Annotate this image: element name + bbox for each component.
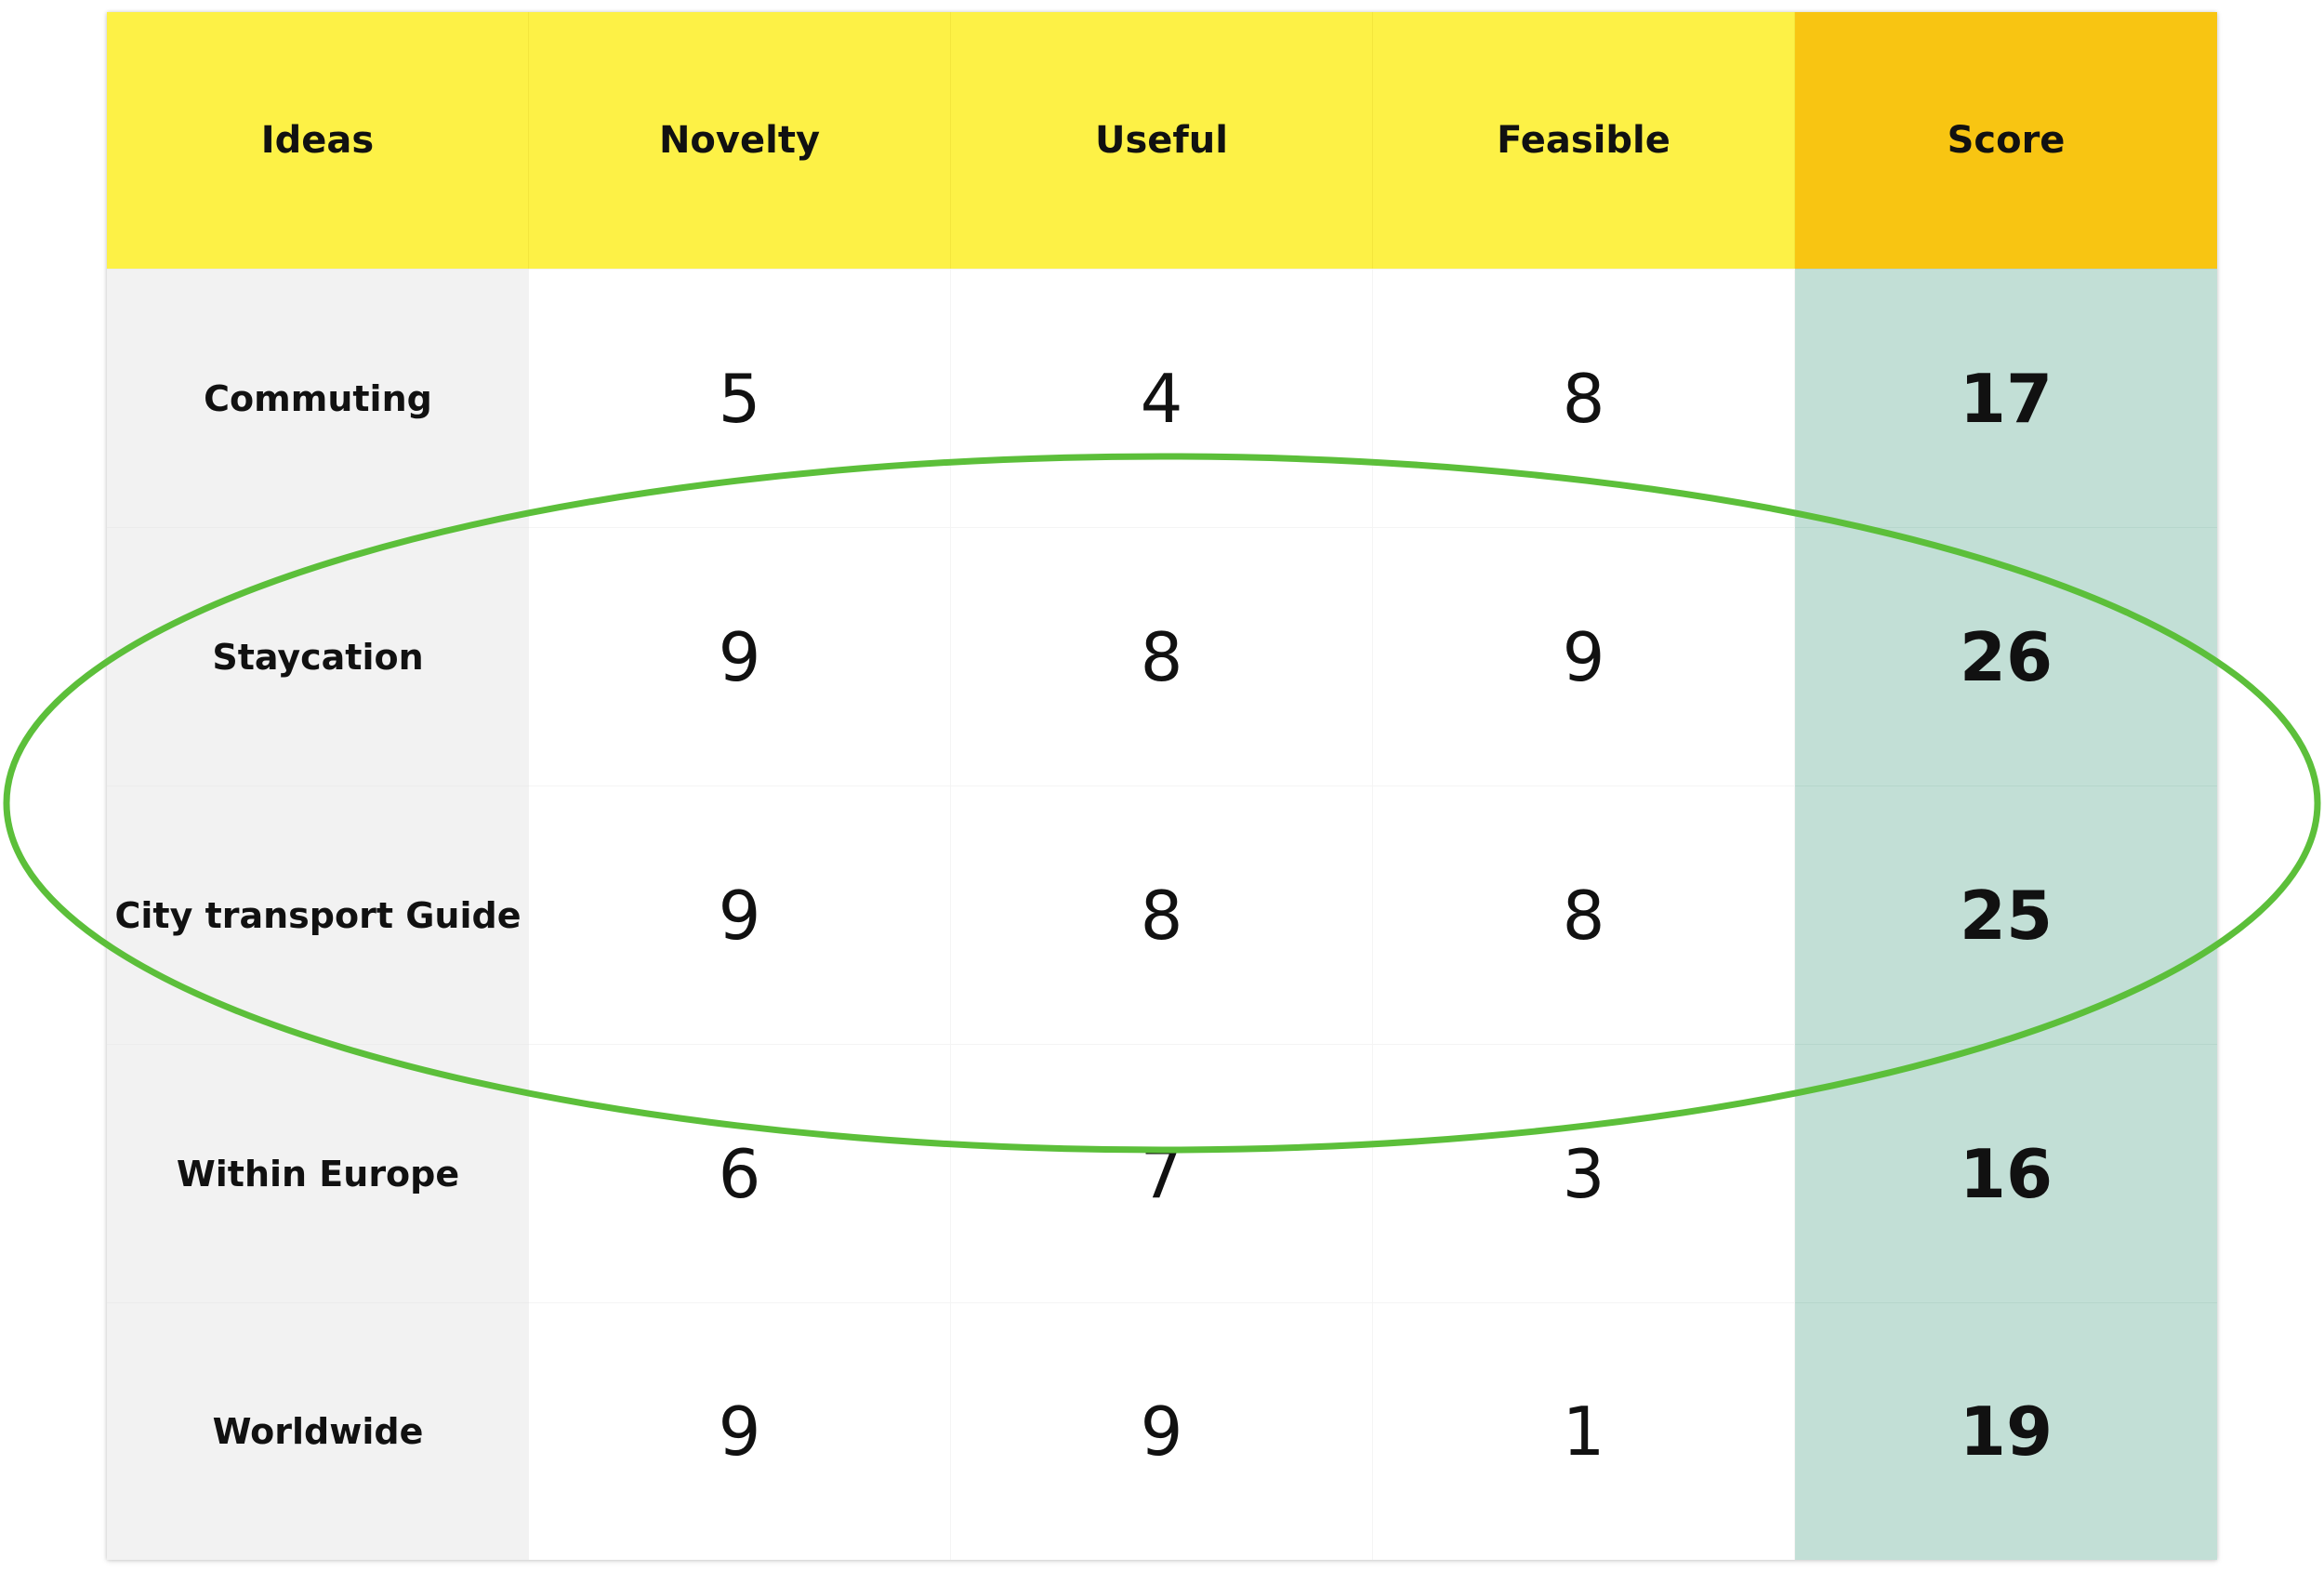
score-value: 16 [1795,1044,2217,1302]
feasible-value: 8 [1373,785,1795,1044]
idea-label: Worldwide [107,1302,529,1560]
header-novelty: Novelty [529,12,951,269]
useful-value: 9 [951,1302,1373,1560]
novelty-value: 5 [529,269,951,527]
useful-value: 4 [951,269,1373,527]
idea-label: City transport Guide [107,785,529,1044]
header-score: Score [1795,12,2217,269]
novelty-value: 9 [529,785,951,1044]
score-value: 17 [1795,269,2217,527]
score-value: 19 [1795,1302,2217,1560]
idea-label: Staycation [107,527,529,785]
novelty-value: 6 [529,1044,951,1302]
idea-scoring-table: Ideas Novelty Useful Feasible Score Comm… [107,12,2217,1560]
score-value: 26 [1795,527,2217,785]
score-value: 25 [1795,785,2217,1044]
feasible-value: 9 [1373,527,1795,785]
useful-value: 7 [951,1044,1373,1302]
novelty-value: 9 [529,527,951,785]
header-ideas: Ideas [107,12,529,269]
feasible-value: 8 [1373,269,1795,527]
feasible-value: 1 [1373,1302,1795,1560]
idea-label: Commuting [107,269,529,527]
feasible-value: 3 [1373,1044,1795,1302]
scoring-grid: Ideas Novelty Useful Feasible Score Comm… [107,12,2217,1560]
header-feasible: Feasible [1373,12,1795,269]
useful-value: 8 [951,785,1373,1044]
idea-label: Within Europe [107,1044,529,1302]
useful-value: 8 [951,527,1373,785]
novelty-value: 9 [529,1302,951,1560]
header-useful: Useful [951,12,1373,269]
